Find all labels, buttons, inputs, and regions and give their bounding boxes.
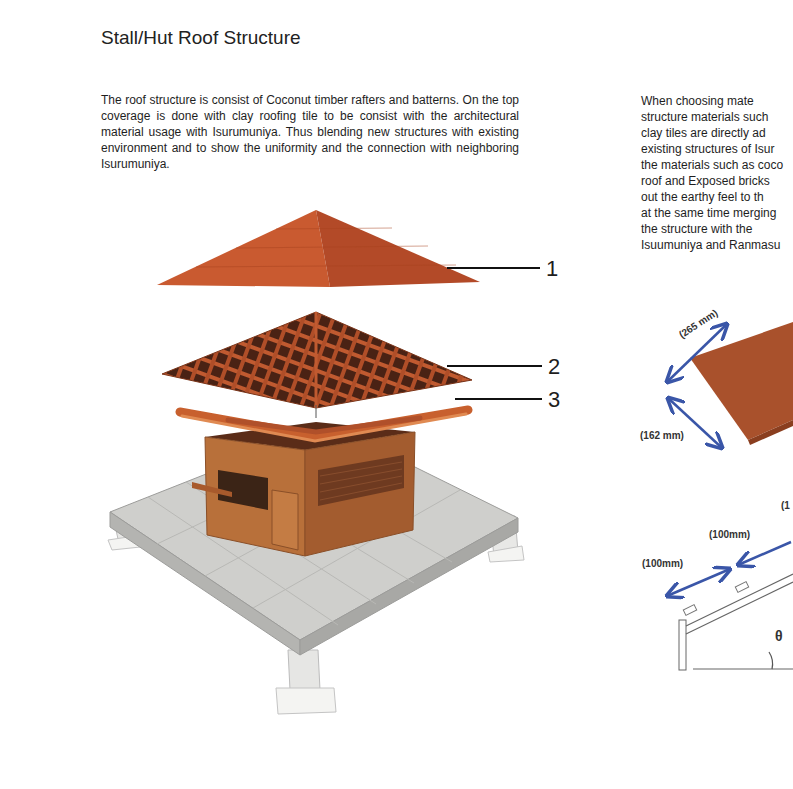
dimension-label: (100mm) (642, 558, 683, 570)
body-line: clay tiles are directly ad (641, 125, 766, 141)
dimension-label: (100mm) (709, 529, 750, 541)
body-paragraph: The roof structure is consist of Coconut… (101, 92, 519, 172)
body-line: out the earthy feel to th (641, 189, 764, 205)
slope-detail (667, 542, 793, 670)
callout-number: 2 (548, 354, 560, 380)
body-line: at the same time merging (641, 205, 776, 221)
tile-detail (667, 322, 793, 448)
body-line: roof and Exposed bricks (641, 173, 770, 189)
eave-gutters (180, 410, 468, 441)
dimension-label: (162 mm) (640, 430, 684, 442)
body-line: When choosing mate (641, 93, 754, 109)
leader-lines (447, 268, 542, 399)
body-line: the materials such as coco (641, 157, 783, 173)
body-line: the structure with the (641, 221, 752, 237)
callout-number: 1 (546, 256, 558, 282)
body-line: Isuumuniya and Ranmasu (641, 237, 780, 253)
body-line: structure materials such (641, 109, 768, 125)
angle-symbol: θ (775, 628, 783, 645)
body-line: existing structures of Isur (641, 141, 774, 157)
dimension-label: (1 (781, 500, 790, 512)
hut-walls (192, 422, 415, 556)
floor-slab (110, 425, 518, 655)
callout-number: 3 (548, 387, 560, 413)
dimension-label: (265 mm) (677, 307, 720, 341)
clay-tile-roof (157, 210, 480, 287)
page-title: Stall/Hut Roof Structure (101, 27, 301, 49)
rafter-batten-frame (162, 312, 472, 418)
